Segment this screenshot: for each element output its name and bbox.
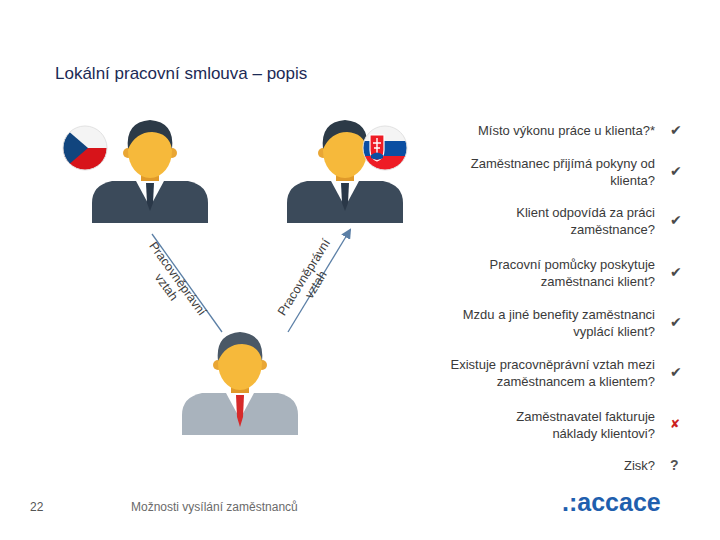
criterion-question: Existuje pracovněprávní vztah mezi zaměs…	[423, 356, 655, 390]
answer-mark: ✔	[670, 314, 682, 331]
criterion-question: Zaměstnavatel fakturuje náklady klientov…	[495, 408, 655, 442]
slide-title: Lokální pracovní smlouva – popis	[55, 64, 307, 84]
relation-label: Pracovněprávní vztah	[272, 231, 349, 331]
criterion-question: Zisk?	[455, 457, 655, 474]
company-logo: .:accace	[562, 487, 661, 517]
relation-label: Pracovněprávní vztah	[131, 234, 212, 331]
answer-mark: ✔	[670, 163, 682, 180]
answer-mark: ✘	[670, 416, 680, 433]
answer-mark: ?	[670, 457, 679, 474]
slovak-flag	[360, 124, 410, 173]
employee-figure	[182, 332, 298, 435]
page-number: 22	[30, 499, 43, 516]
answer-mark: ✔	[670, 122, 682, 139]
criterion-question: Zaměstnanec přijímá pokyny od klienta?	[450, 155, 655, 189]
criterion-question: Místo výkonu práce u klienta?*	[395, 122, 655, 139]
czech-flag	[60, 124, 110, 172]
criterion-question: Mzdu a jiné benefity zaměstnanci vyplácí…	[440, 306, 655, 340]
answer-mark: ✔	[670, 264, 682, 281]
answer-mark: ✔	[670, 212, 682, 229]
answer-mark: ✔	[670, 364, 682, 381]
footer-text: Možnosti vysílání zaměstnanců	[131, 499, 298, 516]
criterion-question: Pracovní pomůcky poskytuje zaměstnanci k…	[470, 256, 655, 290]
criterion-question: Klient odpovídá za práci zaměstnance?	[495, 204, 655, 238]
employer-figure	[92, 120, 208, 223]
